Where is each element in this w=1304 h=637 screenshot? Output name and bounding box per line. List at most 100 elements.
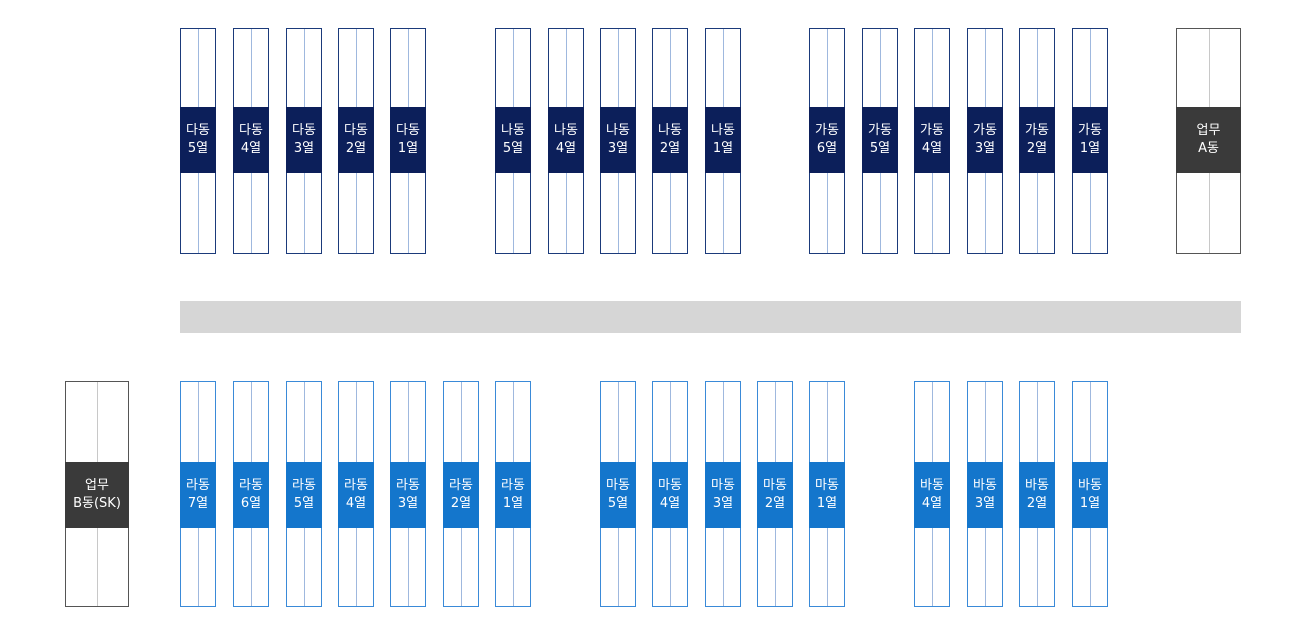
rack-label-row: A동 (1198, 141, 1219, 156)
rack-bottom-4[interactable]: 라동 4열 (338, 381, 374, 607)
rack-label-building: 나동 (606, 123, 630, 138)
rack-top-5[interactable]: 다동 1열 (390, 28, 426, 254)
rack-label-building: 나동 (554, 123, 578, 138)
rack-top-6[interactable]: 나동 5열 (495, 28, 531, 254)
rack-label-row: 6열 (240, 496, 262, 511)
rack-label-building: 가동 (868, 123, 892, 138)
rack-label-building: 업무 (85, 478, 109, 493)
rack-label-row: 2열 (764, 496, 786, 511)
rack-label: 나동 5열 (495, 107, 531, 173)
rack-label-row: 3열 (712, 496, 734, 511)
rack-label-row: 3열 (974, 141, 996, 156)
rack-label-row: 1열 (397, 141, 419, 156)
rack-bottom-6[interactable]: 라동 2열 (443, 381, 479, 607)
rack-label: 나동 4열 (548, 107, 584, 173)
rack-label-row: 5열 (607, 496, 629, 511)
rack-label-building: 다동 (344, 123, 368, 138)
rack-bottom-10[interactable]: 마동 3열 (705, 381, 741, 607)
rack-label: 마동 3열 (705, 462, 741, 528)
rack-label-row: 1열 (1079, 496, 1101, 511)
rack-label-building: 나동 (711, 123, 735, 138)
rack-label-building: 라동 (186, 478, 210, 493)
rack-label-row: 4열 (555, 141, 577, 156)
rack-label: 다동 4열 (233, 107, 269, 173)
rack-top-12[interactable]: 가동 5열 (862, 28, 898, 254)
rack-label: 가동 3열 (967, 107, 1003, 173)
rack-label-building: 가동 (920, 123, 944, 138)
rack-label: 라동 4열 (338, 462, 374, 528)
aisle-corridor (180, 301, 1241, 333)
rack-label-building: 가동 (1025, 123, 1049, 138)
rack-label-building: 마동 (711, 478, 735, 493)
rack-bottom-16[interactable]: 바동 1열 (1072, 381, 1108, 607)
rack-top-2[interactable]: 다동 4열 (233, 28, 269, 254)
rack-label-building: 나동 (501, 123, 525, 138)
rack-bottom-15[interactable]: 바동 2열 (1019, 381, 1055, 607)
rack-label-row: 5열 (502, 141, 524, 156)
rack-top-7[interactable]: 나동 4열 (548, 28, 584, 254)
rack-label: 마동 5열 (600, 462, 636, 528)
rack-label-building: 라동 (449, 478, 473, 493)
rack-label-building: 다동 (396, 123, 420, 138)
rack-bottom-8[interactable]: 마동 5열 (600, 381, 636, 607)
rack-label-row: 5열 (187, 141, 209, 156)
rack-label-building: 라동 (344, 478, 368, 493)
rack-label-building: 바동 (1078, 478, 1102, 493)
rack-label-building: 다동 (239, 123, 263, 138)
rack-label-row: 1열 (816, 496, 838, 511)
rack-label-row: 5열 (869, 141, 891, 156)
rack-label-row: 6열 (816, 141, 838, 156)
rack-label-building: 마동 (606, 478, 630, 493)
rack-top-8[interactable]: 나동 3열 (600, 28, 636, 254)
rack-label: 라동 2열 (443, 462, 479, 528)
rack-label-building: 바동 (1025, 478, 1049, 493)
rack-label-row: 2열 (659, 141, 681, 156)
rack-label-row: 3열 (607, 141, 629, 156)
rack-label-row: 2열 (1026, 496, 1048, 511)
rack-label-row: 2열 (345, 141, 367, 156)
rack-label-row: 4열 (240, 141, 262, 156)
rack-label-row: 2열 (450, 496, 472, 511)
rack-top-14[interactable]: 가동 3열 (967, 28, 1003, 254)
rack-label: 나동 3열 (600, 107, 636, 173)
rack-label-building: 바동 (973, 478, 997, 493)
rack-label: 바동 2열 (1019, 462, 1055, 528)
rack-label-row: 4열 (345, 496, 367, 511)
rack-label-building: 가동 (973, 123, 997, 138)
rack-top-4[interactable]: 다동 2열 (338, 28, 374, 254)
